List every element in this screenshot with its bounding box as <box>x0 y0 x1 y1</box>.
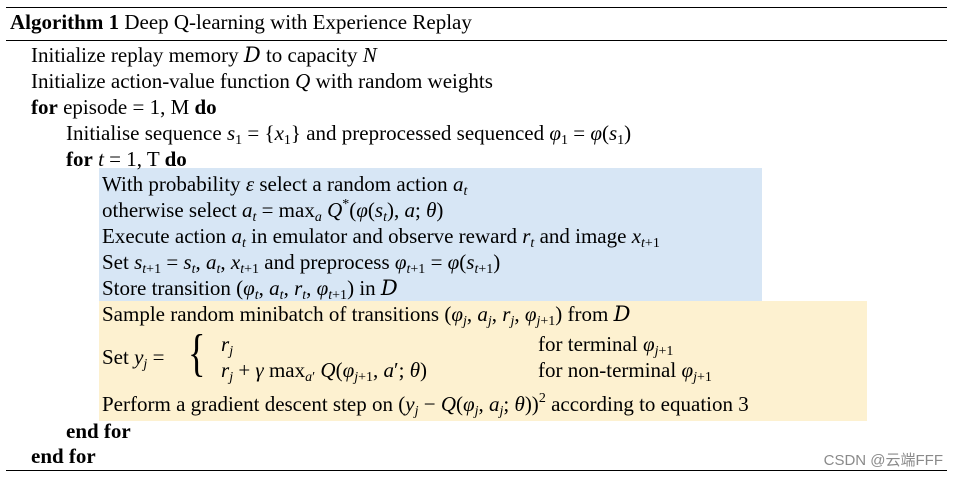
watermark: CSDN @云端FFF <box>823 452 943 469</box>
top-rule <box>6 7 947 8</box>
line-init-sequence: Initialise sequence s1 = {x1} and prepro… <box>66 121 632 148</box>
case-nonterminal-value: rj + γ maxa′ Q(φj+1, a′; θ) <box>221 358 428 385</box>
case-terminal-condition: for terminal φj+1 <box>538 332 674 359</box>
line-end-for-outer: end for <box>31 444 96 468</box>
line-init-q: Initialize action-value function Q with … <box>31 69 493 93</box>
line-init-memory: Initialize replay memory D to capacity N <box>31 43 377 67</box>
cases-brace: { <box>188 325 206 382</box>
line-for-episode: for episode = 1, M do <box>31 95 217 119</box>
line-otherwise-select: otherwise select at = maxa Q*(φ(st), a; … <box>102 197 444 225</box>
line-for-t: for t = 1, T do <box>66 147 187 171</box>
header-rule <box>6 40 947 41</box>
case-terminal-value: rj <box>221 332 234 359</box>
line-gradient-step: Perform a gradient descent step on (yj −… <box>102 391 749 419</box>
line-end-for-inner: end for <box>66 419 131 443</box>
line-execute-action: Execute action at in emulator and observ… <box>102 224 660 251</box>
line-store-transition: Store transition (φt, at, rt, φt+1) in D <box>102 276 398 303</box>
algorithm-title: Algorithm 1 Deep Q-learning with Experie… <box>10 9 472 35</box>
line-set-target: Set yj = <box>102 345 165 372</box>
bottom-rule <box>6 470 947 471</box>
line-sample-minibatch: Sample random minibatch of transitions (… <box>102 302 631 329</box>
case-nonterminal-condition: for non-terminal φj+1 <box>538 358 712 385</box>
line-with-probability: With probability ε select a random actio… <box>102 172 468 199</box>
action-selection-highlight <box>99 168 762 301</box>
algorithm-label: Algorithm 1 <box>10 10 120 34</box>
algorithm-name: Deep Q-learning with Experience Replay <box>124 10 472 34</box>
learning-update-highlight <box>99 301 867 421</box>
line-set-state: Set st+1 = st, at, xt+1 and preprocess φ… <box>102 250 501 277</box>
